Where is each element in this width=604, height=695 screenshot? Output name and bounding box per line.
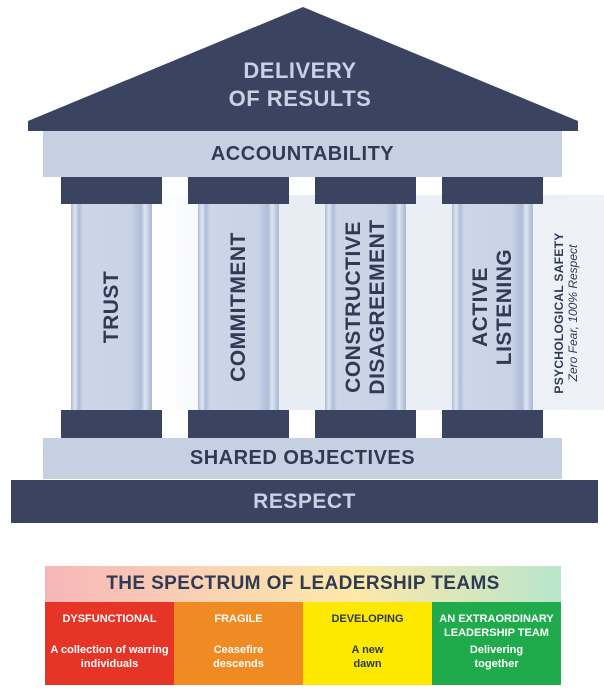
- pillar-base: [61, 410, 162, 438]
- stage-label: FRAGILE: [214, 613, 263, 625]
- stage-description: Delivering together: [469, 644, 524, 670]
- pillar-label: TRUST: [99, 270, 123, 344]
- stage-label: DYSFUNCTIONAL: [62, 613, 157, 625]
- pillar-label-line2: DISAGREEMENT: [365, 219, 389, 395]
- side-note-subtitle: Zero Fear, 100% Respect: [566, 244, 580, 382]
- stage-fragile: FRAGILE Ceasefire descends: [174, 602, 303, 685]
- roof-title-line2: OF RESULTS: [228, 86, 372, 111]
- pillar-commitment: COMMITMENT: [198, 204, 279, 410]
- pillar-label: COMMITMENT: [226, 232, 250, 382]
- pillar-capital: [61, 177, 162, 204]
- lower-beam: SHARED OBJECTIVES: [43, 438, 562, 479]
- foundation: RESPECT: [11, 480, 598, 523]
- stage-extraordinary: AN EXTRAORDINARY LEADERSHIP TEAM Deliver…: [432, 602, 561, 685]
- roof: [28, 7, 578, 131]
- stage-description: Ceasefire descends: [213, 644, 264, 670]
- roof-title-line1: DELIVERY: [243, 58, 357, 83]
- pillar-label-line1: ACTIVE: [468, 266, 492, 348]
- pillar-active-listening: ACTIVE LISTENING: [452, 204, 533, 410]
- pillar-base: [188, 410, 289, 438]
- spectrum-title: THE SPECTRUM OF LEADERSHIP TEAMS: [106, 573, 500, 594]
- stage-developing: DEVELOPING A new dawn: [303, 602, 432, 685]
- stage-dysfunctional: DYSFUNCTIONAL A collection of warring in…: [45, 602, 174, 685]
- stage-label: DEVELOPING: [331, 613, 404, 625]
- pillar-trust: TRUST: [71, 204, 152, 410]
- pillar-base: [442, 410, 543, 438]
- pillar-label-line1: CONSTRUCTIVE: [341, 221, 365, 393]
- pillar-capital: [442, 177, 543, 204]
- stage-description: A collection of warring individuals: [50, 644, 169, 670]
- pillar-capital: [188, 177, 289, 204]
- psychological-safety-note: PSYCHOLOGICAL SAFETY Zero Fear, 100% Res…: [542, 204, 590, 422]
- pillar-label-line2: LISTENING: [492, 248, 516, 366]
- stage-label: AN EXTRAORDINARY LEADERSHIP TEAM: [439, 613, 554, 639]
- pillar-capital: [315, 177, 416, 204]
- stage-description: A new dawn: [351, 644, 384, 670]
- pillar-base: [315, 410, 416, 438]
- spectrum-header: [45, 566, 561, 602]
- top-beam: ACCOUNTABILITY: [43, 131, 562, 177]
- side-note-title: PSYCHOLOGICAL SAFETY: [552, 232, 566, 394]
- pillar-constructive-disagreement: CONSTRUCTIVE DISAGREEMENT: [325, 204, 406, 410]
